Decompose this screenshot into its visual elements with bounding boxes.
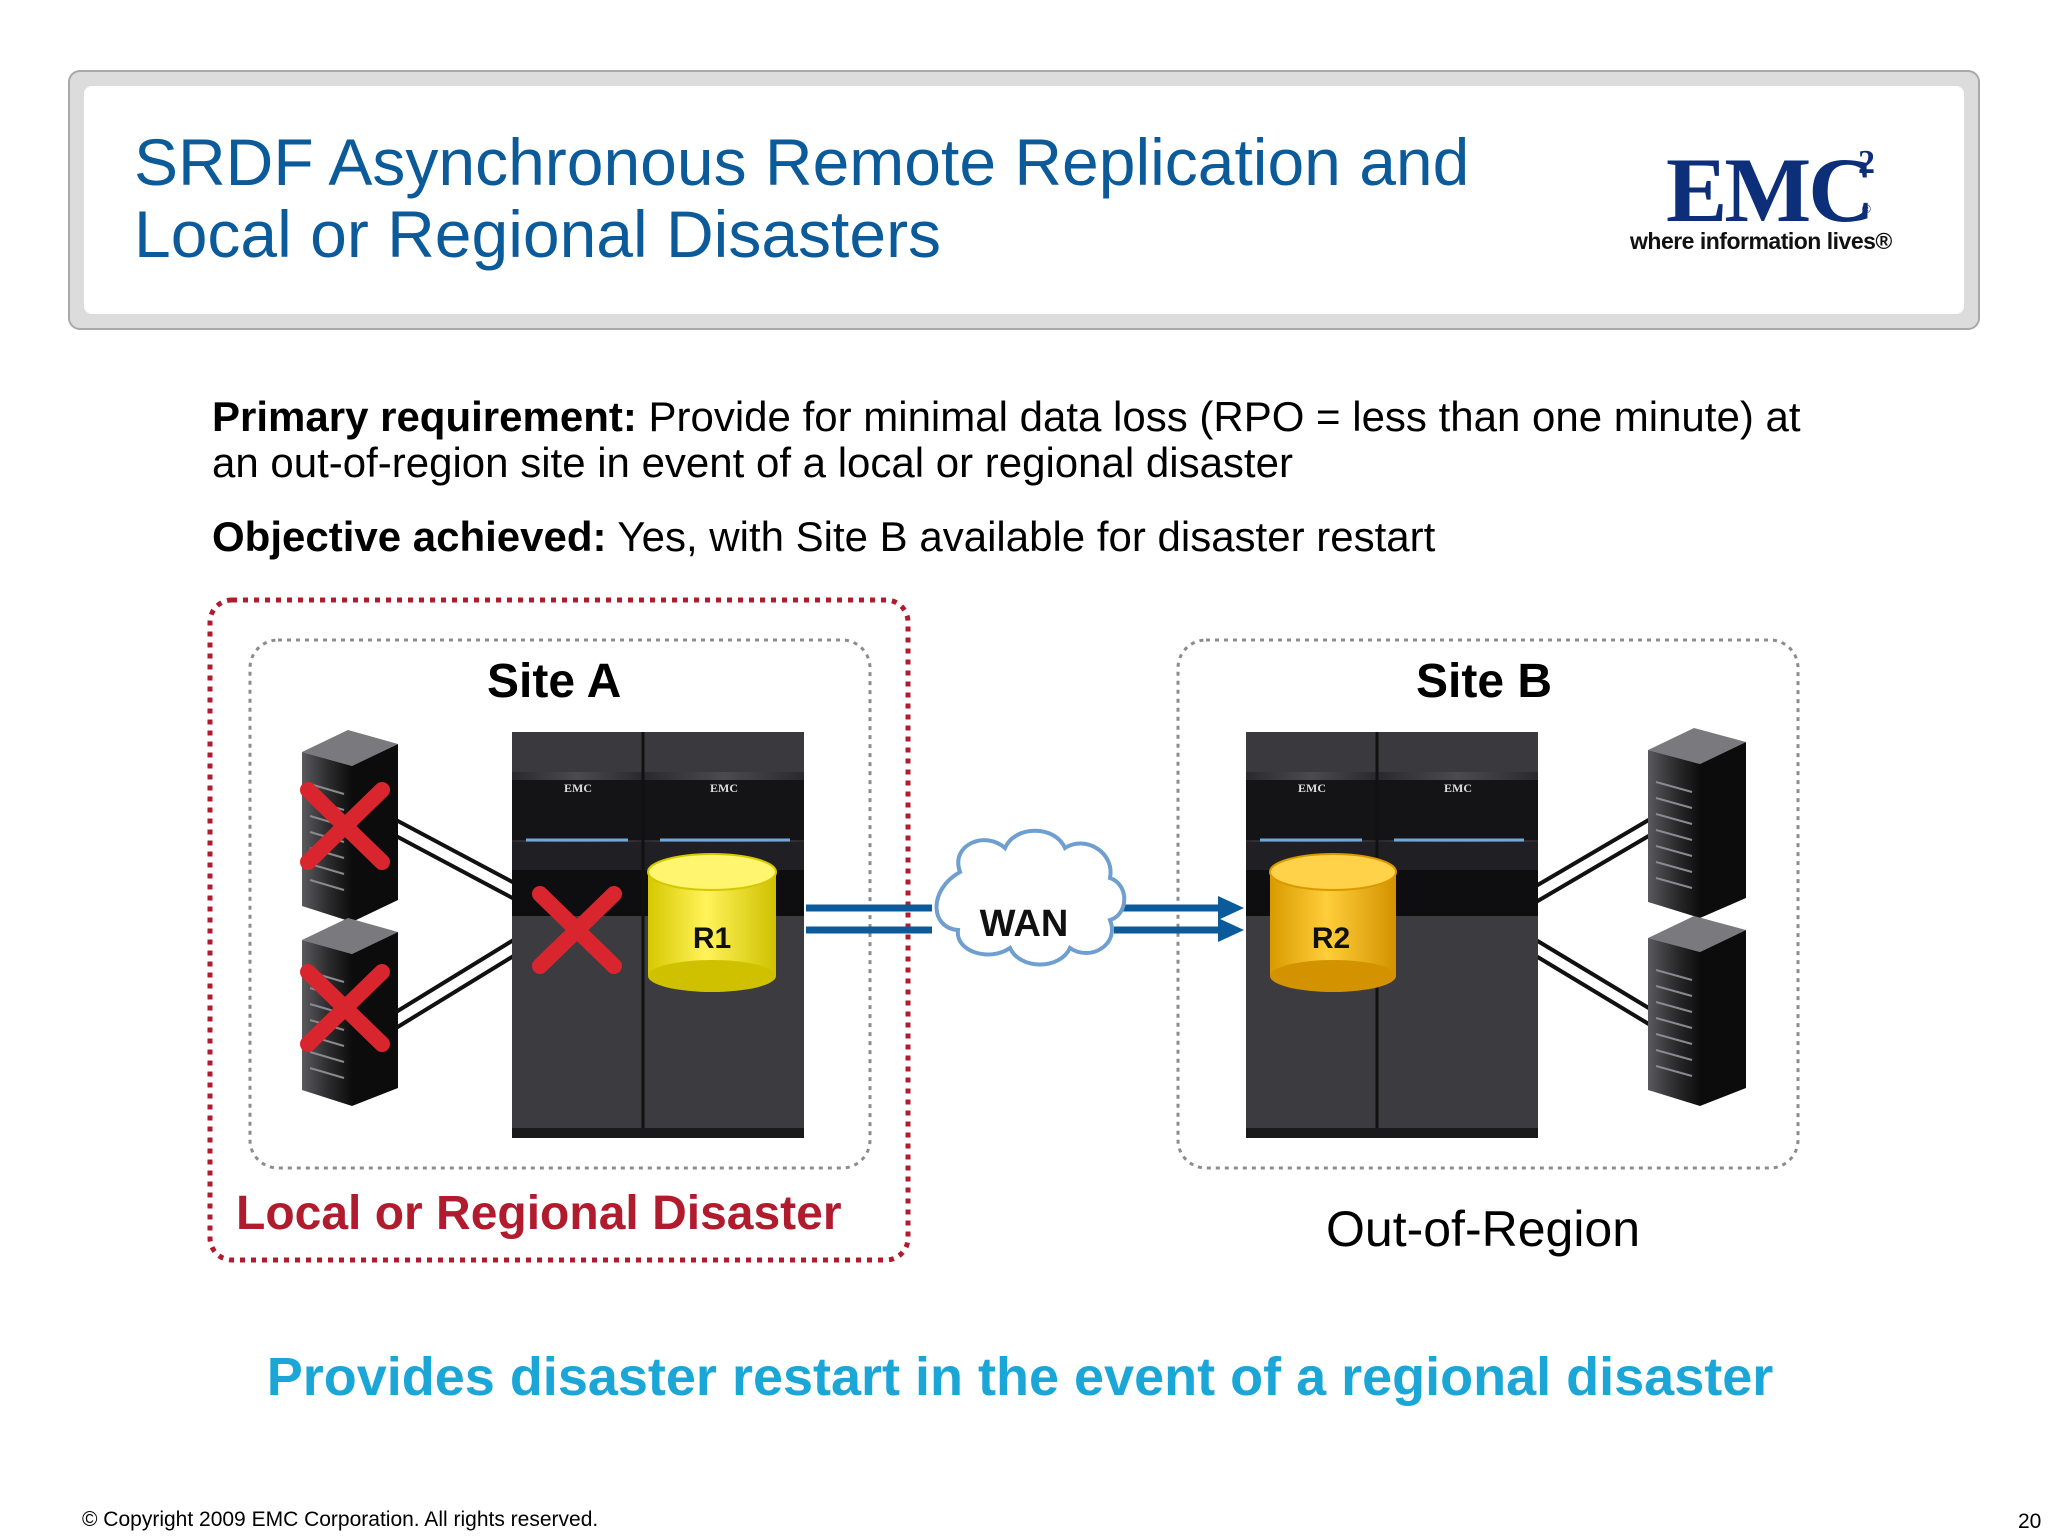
wan-label: WAN (980, 903, 1069, 945)
emc-logo-tagline: where information lives® (1630, 228, 1892, 254)
wan-link-right-arrow-icon (1114, 896, 1244, 942)
site-b-server-1 (1648, 728, 1746, 918)
objective-achieved-text: Yes, with Site B available for disaster … (606, 513, 1436, 560)
title-banner-inner (84, 86, 1964, 314)
primary-requirement-text: Provide for minimal data loss (RPO = les… (212, 393, 1801, 486)
slide-title-line-2: Local or Regional Disasters (134, 197, 942, 271)
site-b-array-brand-2: EMC (1444, 781, 1472, 795)
r1-volume-icon (647, 853, 777, 992)
primary-requirement-label: Primary requirement: (212, 393, 637, 440)
disaster-label: Local or Regional Disaster (236, 1187, 842, 1240)
wan-link-left (806, 904, 932, 934)
slide-title-line-1: SRDF Asynchronous Remote Replication and (134, 125, 1470, 199)
emc-logo-superscript: 2 (1858, 144, 1875, 181)
server-2-failure-x-icon (300, 964, 390, 1052)
copyright-notice: © Copyright 2009 EMC Corporation. All ri… (82, 1508, 599, 1531)
title-banner (68, 70, 1980, 330)
out-of-region-label: Out-of-Region (1326, 1201, 1641, 1257)
site-b-array-brand-1: EMC (1298, 781, 1326, 795)
wan-cloud-icon (934, 828, 1127, 967)
site-a-array-brand-1: EMC (564, 781, 592, 795)
objective-achieved: Objective achieved: Yes, with Site B ava… (212, 514, 1812, 560)
server-1-failure-x-icon (300, 782, 390, 870)
page-number: 20 (2018, 1510, 2042, 1533)
site-a-boundary (248, 638, 872, 1170)
site-b-host-links (1534, 816, 1654, 1028)
slide-title: SRDF Asynchronous Remote Replication and… (134, 126, 1554, 270)
disaster-zone-boundary (207, 597, 911, 1263)
site-a-host-links (394, 818, 522, 1030)
r2-volume-icon (1269, 853, 1397, 992)
conclusion-text: Provides disaster restart in the event o… (266, 1347, 1774, 1407)
site-a-array-brand-2: EMC (710, 781, 738, 795)
r2-label: R2 (1312, 922, 1350, 955)
site-a-label: Site A (487, 655, 622, 708)
site-b-server-2 (1648, 916, 1746, 1106)
objective-achieved-label: Objective achieved: (212, 513, 607, 560)
emc-logo-registered: ® (1862, 202, 1871, 216)
emc-logo: EMC 2 ® where information lives® (1620, 140, 1920, 260)
primary-requirement: Primary requirement: Provide for minimal… (212, 394, 1812, 486)
array-failure-x-icon (532, 886, 622, 974)
site-b-label: Site B (1416, 655, 1553, 708)
emc-logo-word: EMC (1666, 139, 1875, 241)
r1-label: R1 (693, 922, 731, 955)
site-b-boundary (1176, 638, 1800, 1170)
